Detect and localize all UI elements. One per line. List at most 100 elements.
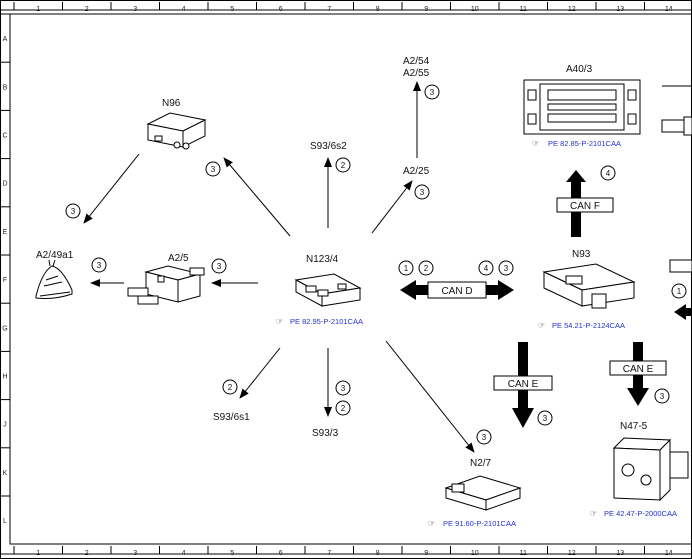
marker-can-e-right: 3	[654, 388, 670, 404]
svg-text:3: 3	[211, 165, 216, 174]
partial-component-icon	[661, 85, 692, 273]
row-ruler-label: D	[2, 181, 7, 188]
arrow-n123-4-to-a2-25	[371, 180, 413, 234]
column-ruler-label: 13	[616, 6, 624, 13]
svg-text:3: 3	[430, 88, 435, 97]
module-n47-5-icon	[612, 437, 689, 502]
ref-n123-4[interactable]: PE 82.95-P-2101CAA	[290, 317, 363, 326]
module-n2-7-icon	[444, 475, 522, 511]
column-ruler-label: 5	[230, 6, 234, 13]
arrow-n96-to-a2-49a1	[83, 153, 140, 224]
label-a2-49a1: A2/49a1	[36, 250, 74, 261]
label-a2-5: A2/5	[168, 253, 189, 264]
row-ruler-label: E	[3, 229, 8, 236]
marker-to-s93-3-b: 2	[335, 400, 351, 416]
marker-can-d-l1: 1	[398, 260, 414, 276]
svg-text:4: 4	[484, 264, 489, 273]
column-ruler-label: 6	[279, 550, 283, 557]
column-ruler-label: 3	[133, 550, 137, 557]
marker-to-s93-6s2: 2	[335, 157, 351, 173]
label-s93-6s1: S93/6s1	[213, 412, 250, 423]
svg-text:3: 3	[420, 188, 425, 197]
marker-to-a2-49a1: 3	[65, 203, 81, 219]
label-a2-55: A2/55	[403, 68, 430, 79]
circle-markers: 3 3 3 3 2 3 3 4 1 2 4 3 2 3 2 3 3 3 1	[65, 84, 687, 445]
column-ruler-label: 7	[327, 550, 331, 557]
marker-to-n96: 3	[205, 161, 221, 177]
row-ruler-label: K	[3, 470, 8, 477]
column-ruler-label: 14	[665, 550, 673, 557]
ref-n93-icon: ☞	[538, 321, 545, 330]
row-ruler-label: H	[2, 374, 7, 381]
column-ruler-label: 10	[471, 550, 479, 557]
marker-to-a2-54: 3	[424, 84, 440, 100]
svg-text:3: 3	[504, 264, 509, 273]
bus-can-f: CAN F	[556, 170, 614, 237]
marker-to-a2-5: 3	[211, 258, 227, 274]
column-ruler-label: 13	[616, 550, 624, 557]
display-a40-3-icon	[523, 79, 641, 135]
marker-to-s93-6s1: 2	[222, 379, 238, 395]
label-can-d: CAN D	[441, 286, 472, 297]
column-ruler-label: 9	[424, 6, 428, 13]
bus-edge-arrow	[674, 304, 692, 320]
marker-edge: 1	[671, 283, 687, 299]
ref-n47-5[interactable]: PE 42.47-P-2000CAA	[604, 509, 677, 518]
marker-can-d-r2: 3	[498, 260, 514, 276]
column-ruler-label: 4	[182, 550, 186, 557]
row-ruler-label: F	[3, 277, 7, 284]
column-ruler-label: 10	[471, 6, 479, 13]
svg-text:4: 4	[606, 169, 611, 178]
svg-text:2: 2	[341, 404, 346, 413]
column-ruler-label: 6	[279, 6, 283, 13]
ref-n47-5-icon: ☞	[590, 509, 597, 518]
arrow-n123-4-to-n96	[223, 157, 291, 237]
label-a2-54: A2/54	[403, 56, 430, 67]
row-ruler-label: G	[2, 325, 7, 332]
arrow-n123-4-to-n2-7	[385, 340, 475, 453]
column-ruler-label: 1	[36, 6, 40, 13]
label-can-f: CAN F	[570, 201, 600, 212]
row-ruler-label: B	[3, 84, 8, 91]
column-ruler-label: 7	[327, 6, 331, 13]
bus-can-d: CAN D	[400, 280, 514, 300]
column-ruler-label: 5	[230, 550, 234, 557]
column-ruler-label: 3	[133, 6, 137, 13]
svg-text:3: 3	[71, 207, 76, 216]
module-n96-icon	[146, 112, 207, 150]
column-ruler-label: 12	[568, 550, 576, 557]
column-ruler-label: 8	[376, 550, 380, 557]
label-n2-7: N2/7	[470, 458, 492, 469]
marker-to-s93-3-a: 3	[335, 380, 351, 396]
svg-text:3: 3	[543, 414, 548, 423]
label-a2-25: A2/25	[403, 166, 430, 177]
marker-to-n2-7: 3	[476, 429, 492, 445]
marker-can-e-left: 3	[537, 410, 553, 426]
label-n93: N93	[572, 249, 591, 260]
svg-text:3: 3	[97, 261, 102, 270]
svg-text:2: 2	[424, 264, 429, 273]
svg-text:3: 3	[482, 433, 487, 442]
column-ruler-label: 2	[85, 6, 89, 13]
marker-can-d-r1: 4	[478, 260, 494, 276]
antenna-a2-49a1-icon	[35, 259, 73, 299]
label-s93-6s2: S93/6s2	[310, 141, 347, 152]
label-a40-3: A40/3	[566, 64, 593, 75]
column-ruler-label: 2	[85, 550, 89, 557]
svg-text:3: 3	[217, 262, 222, 271]
label-n123-4: N123/4	[306, 254, 339, 265]
ref-n123-4-icon: ☞	[276, 317, 283, 326]
row-ruler-label: A	[3, 36, 8, 43]
marker-a2-5-to-a2-49a1: 3	[91, 257, 107, 273]
ref-n93[interactable]: PE 54.21-P-2124CAA	[552, 321, 625, 330]
column-ruler-label: 4	[182, 6, 186, 13]
ref-n2-7-icon: ☞	[428, 519, 435, 528]
column-ruler-label: 8	[376, 6, 380, 13]
column-ruler-label: 9	[424, 550, 428, 557]
marker-can-f: 4	[600, 165, 616, 181]
svg-text:2: 2	[228, 383, 233, 392]
ref-n2-7[interactable]: PE 91.60-P-2101CAA	[443, 519, 516, 528]
ref-a40-3[interactable]: PE 82.85-P-2101CAA	[548, 139, 621, 148]
